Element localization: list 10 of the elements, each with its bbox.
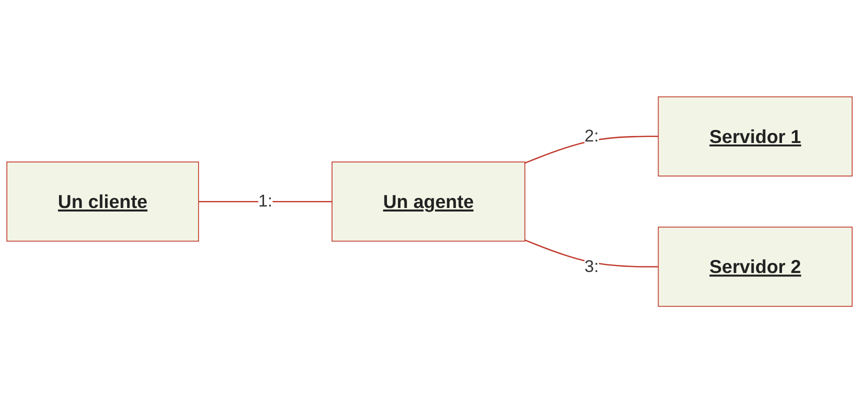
node-box: Un cliente [6, 161, 200, 242]
edge-label: 1: [258, 192, 272, 211]
node-box: Servidor 2 [658, 226, 853, 307]
node-box: Un agente [332, 161, 526, 242]
connector [524, 239, 658, 268]
connector [198, 200, 332, 202]
node-box: Servidor 1 [658, 96, 853, 176]
connector [524, 136, 658, 164]
edge-label: 3: [584, 257, 599, 276]
edge-label: 2: [584, 126, 599, 146]
